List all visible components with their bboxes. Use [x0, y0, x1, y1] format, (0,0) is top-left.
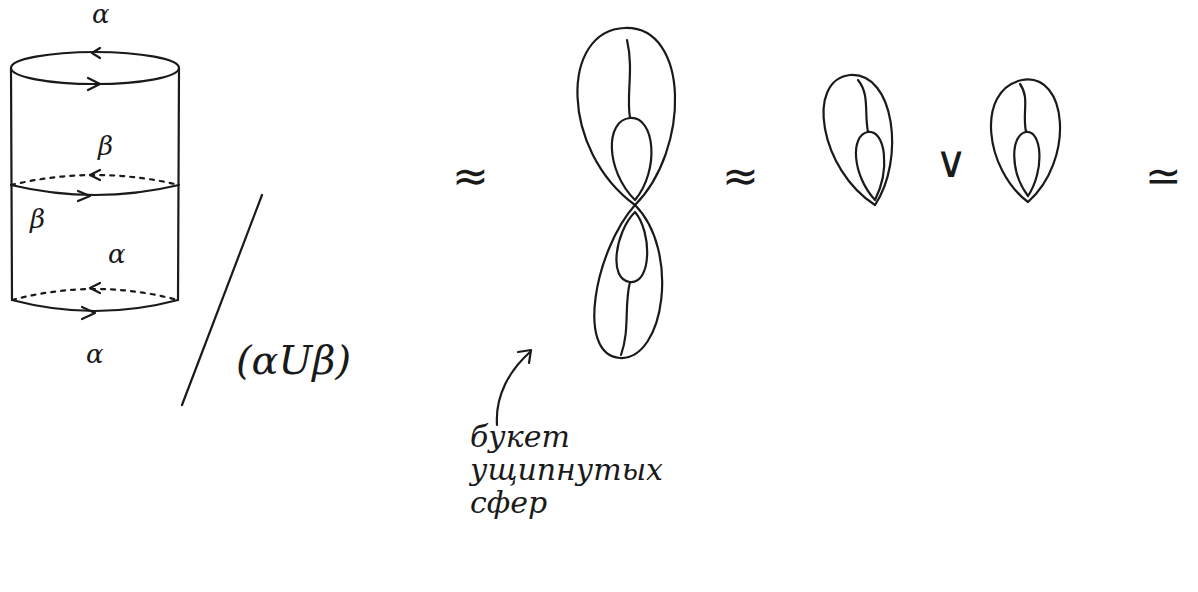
- quotient-set: (αUβ): [236, 338, 351, 382]
- homeomorphism-sign: ≈: [452, 152, 489, 200]
- arrow-mark: [90, 170, 100, 180]
- pinch-loop: [856, 132, 884, 200]
- pinch-loop: [616, 212, 647, 282]
- seam: [1020, 84, 1026, 132]
- pointer-arrow: [497, 352, 530, 425]
- circle-label: α: [92, 0, 110, 29]
- homotopy-sign: ≃: [1145, 152, 1182, 200]
- pinched-sphere: [824, 75, 893, 205]
- wedge-sign: ∨: [935, 138, 967, 186]
- seam: [858, 80, 868, 132]
- arrow-mark: [88, 78, 100, 90]
- cylinder: [11, 48, 179, 319]
- sphere-outline: [577, 28, 675, 205]
- circle-label: α: [108, 240, 126, 269]
- seam: [621, 282, 630, 355]
- sphere-outline: [594, 205, 662, 358]
- bottom-circle-front: [12, 300, 178, 311]
- sphere-outline: [824, 75, 893, 205]
- sphere-outline: [991, 79, 1060, 202]
- pointer-arrowhead: [518, 350, 531, 363]
- circle-label: α: [86, 340, 104, 369]
- middle-circle-front: [11, 185, 179, 195]
- arrow-mark: [92, 48, 100, 58]
- top-circle: [11, 52, 179, 84]
- arrow-mark: [82, 307, 95, 319]
- annotation-note: букет ущипнутых сфер: [470, 420, 648, 519]
- arrow-mark: [90, 283, 100, 293]
- circle-label: β: [30, 205, 45, 234]
- homeomorphism-sign: ≈: [722, 152, 759, 200]
- circle-label: β: [98, 132, 113, 161]
- pinched-sphere-bouquet: [577, 28, 675, 358]
- pinched-sphere: [991, 79, 1060, 202]
- pinch-loop: [1014, 132, 1039, 196]
- seam: [627, 40, 630, 118]
- arrow-mark: [78, 191, 90, 201]
- pinch-loop: [612, 118, 652, 200]
